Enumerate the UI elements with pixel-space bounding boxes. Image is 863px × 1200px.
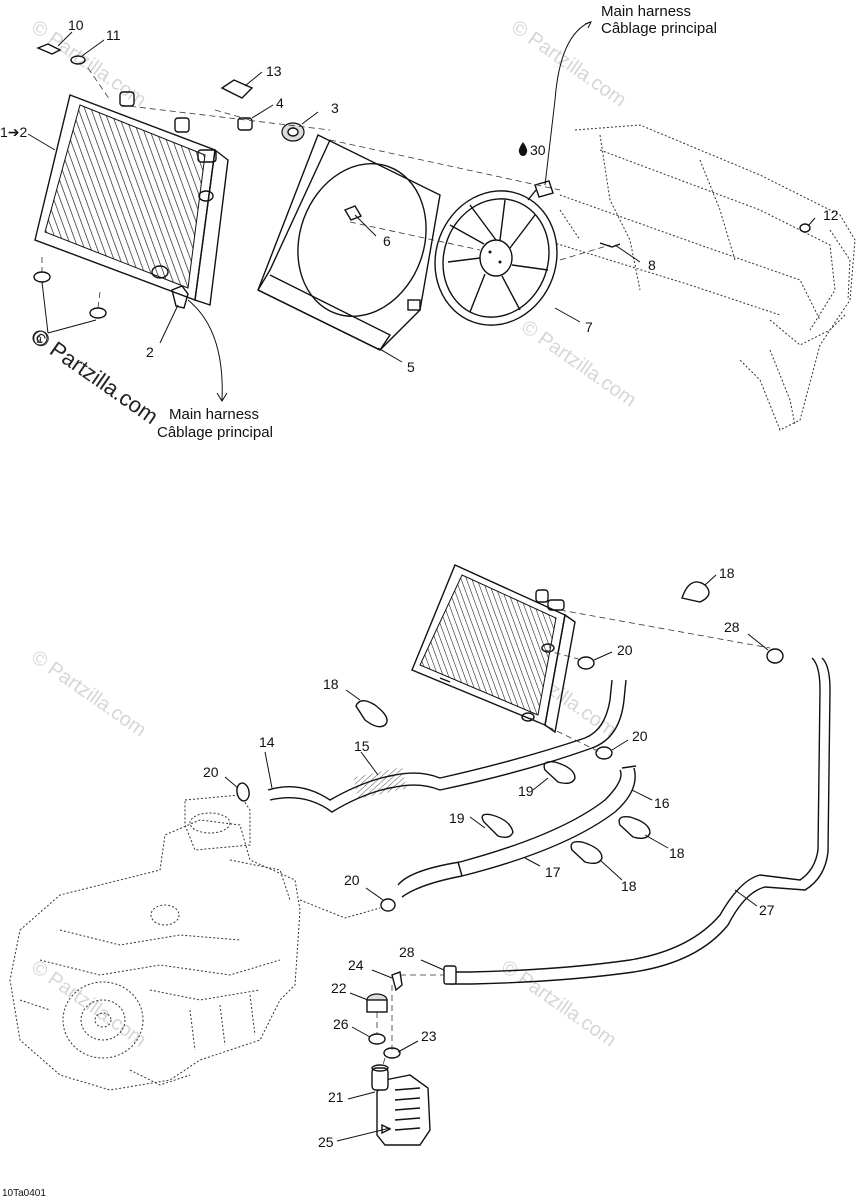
coolant-reservoir [366,971,431,1146]
radiator-fan [434,189,558,326]
watermark-faint: © Partzilla.com [27,16,150,111]
fan-shroud [257,134,441,351]
hose-clamps [236,648,784,985]
callout-15: 15 [354,738,370,754]
drop-icon [518,142,528,156]
callout-25: 25 [318,1134,334,1150]
callout-26: 26 [333,1016,349,1032]
callout-10: 10 [68,17,84,33]
callout-18: 18 [719,565,735,581]
coolant-hoses [267,657,831,985]
assembly-guide-lines-bottom [376,609,771,1069]
callout-3: 3 [331,100,339,116]
callout-9: 9 [32,330,48,346]
callout-14: 14 [259,734,275,750]
callout-8: 8 [648,257,656,273]
callout-1-to-2: 1➔2 [0,124,28,140]
watermark-faint: © Partzilla.com [27,646,150,741]
harness-note-fr: Câblage principal [601,20,717,37]
watermark-main: © Partzilla.com [27,324,163,430]
callout-2: 2 [146,344,154,360]
harness-note-en: Main harness [601,3,691,20]
callout-5: 5 [407,359,415,375]
harness-note-top-right: Main harness Câblage principal [601,3,717,37]
callout-20: 20 [344,872,360,888]
callout-18: 18 [323,676,339,692]
callout-30-label: 30 [530,142,546,158]
callout-22: 22 [331,980,347,996]
callout-19: 19 [518,783,534,799]
callout-20: 20 [203,764,219,780]
harness-note-en: Main harness [169,406,259,423]
callout-24: 24 [348,957,364,973]
harness-note-center: Main harness Câblage principal [157,406,273,441]
callout-11: 11 [106,27,121,43]
vehicle-frame-outline [544,124,856,431]
callout-17: 17 [545,864,561,880]
callout-27: 27 [759,902,775,918]
callout-28: 28 [399,944,415,960]
watermark-faint: © Partzilla.com [517,316,640,411]
fastener-parts-top [36,43,811,309]
radiator-top [33,91,229,319]
harness-note-fr: Câblage principal [157,424,273,441]
callout-leaders-bottom [224,574,769,1142]
grommet-loops [355,581,710,865]
callout-18: 18 [621,878,637,894]
callout-9-label: 9 [36,335,42,346]
callout-30: 30 [518,142,546,158]
callout-23: 23 [421,1028,437,1044]
callout-labels-bottom: 18 28 20 18 14 15 20 20 19 19 16 18 17 1… [203,565,775,1150]
callout-16: 16 [654,795,670,811]
callout-6: 6 [383,233,391,249]
assembly-guide-lines-top [87,67,611,261]
callout-21: 21 [328,1089,344,1105]
callout-13: 13 [266,63,282,79]
callout-19: 19 [449,810,465,826]
callout-20: 20 [632,728,648,744]
callout-leaders-top [27,21,816,402]
callout-12: 12 [823,207,839,223]
callout-7: 7 [585,319,593,335]
callout-18: 18 [669,845,685,861]
engine-outline [9,794,381,1091]
callout-4: 4 [276,95,284,111]
radiator-bottom [411,564,576,734]
callout-20: 20 [617,642,633,658]
callout-labels-top: 10 11 13 4 3 1➔2 30 12 6 8 7 2 5 9 [0,17,839,375]
callout-28: 28 [724,619,740,635]
watermark-faint: © Partzilla.com [27,956,150,1051]
figure-code: 10Ta0401 [2,1188,46,1199]
